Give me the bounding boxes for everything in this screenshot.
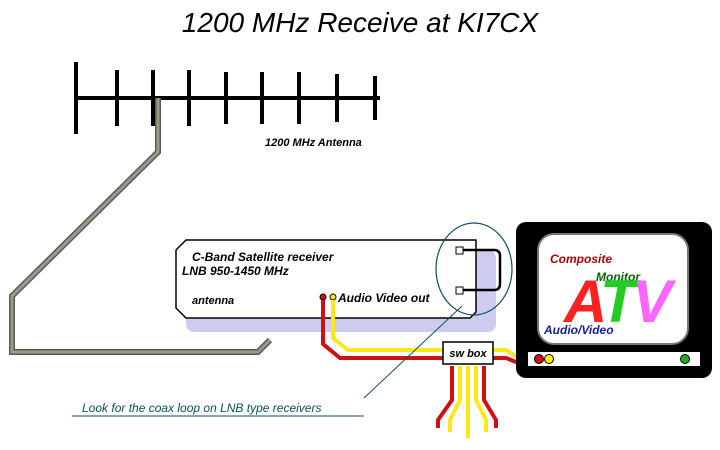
yellow-rca-jack — [329, 293, 337, 301]
monitor-label: Monitor — [596, 270, 641, 284]
receiver-antenna-label: antenna — [192, 295, 234, 307]
yagi-antenna — [74, 62, 380, 134]
switch-box-label: sw box — [449, 348, 487, 360]
receiver-body — [175, 239, 477, 319]
switch-box: sw box — [442, 341, 494, 365]
receiver-label-line2: LNB 950-1450 MHz — [182, 264, 289, 278]
yellow-input-jack — [544, 354, 554, 364]
satellite-receiver: C-Band Satellite receiver LNB 950-1450 M… — [175, 239, 496, 332]
callout-note: Look for the coax loop on LNB type recei… — [82, 401, 321, 415]
red-rca-jack — [319, 293, 327, 301]
atv-logo: A T V — [562, 268, 677, 335]
composite-label: Composite — [550, 252, 612, 266]
switch-box-body — [442, 341, 494, 365]
loop-highlight-circle — [435, 222, 513, 316]
monitor-control-strip — [528, 352, 700, 366]
receiver-label-line1: C-Band Satellite receiver — [192, 250, 335, 264]
audio-video-label: Audio/Video — [543, 323, 614, 337]
red-input-jack — [534, 354, 544, 364]
antenna-label: 1200 MHz Antenna — [265, 137, 362, 149]
coax-loop — [435, 222, 513, 316]
av-cables-receiver — [321, 300, 445, 360]
atv-letter-v: V — [632, 268, 677, 335]
loop-connector-top — [455, 246, 464, 255]
atv-letter-t: T — [600, 268, 641, 335]
av-cables-down — [436, 366, 498, 438]
receiver-av-out-label: Audio Video out — [337, 291, 431, 305]
callout-leader-line — [363, 305, 463, 399]
atv-monitor: Composite Monitor A T V Audio/Video — [516, 222, 712, 378]
atv-letter-a: A — [562, 268, 607, 335]
loop-connector-bottom — [455, 286, 464, 295]
callout: Look for the coax loop on LNB type recei… — [72, 305, 463, 417]
diagram-title: 1200 MHz Receive at KI7CX — [182, 7, 540, 38]
power-led — [680, 354, 690, 364]
monitor-screen — [537, 233, 689, 345]
coax-cable — [9, 98, 273, 355]
